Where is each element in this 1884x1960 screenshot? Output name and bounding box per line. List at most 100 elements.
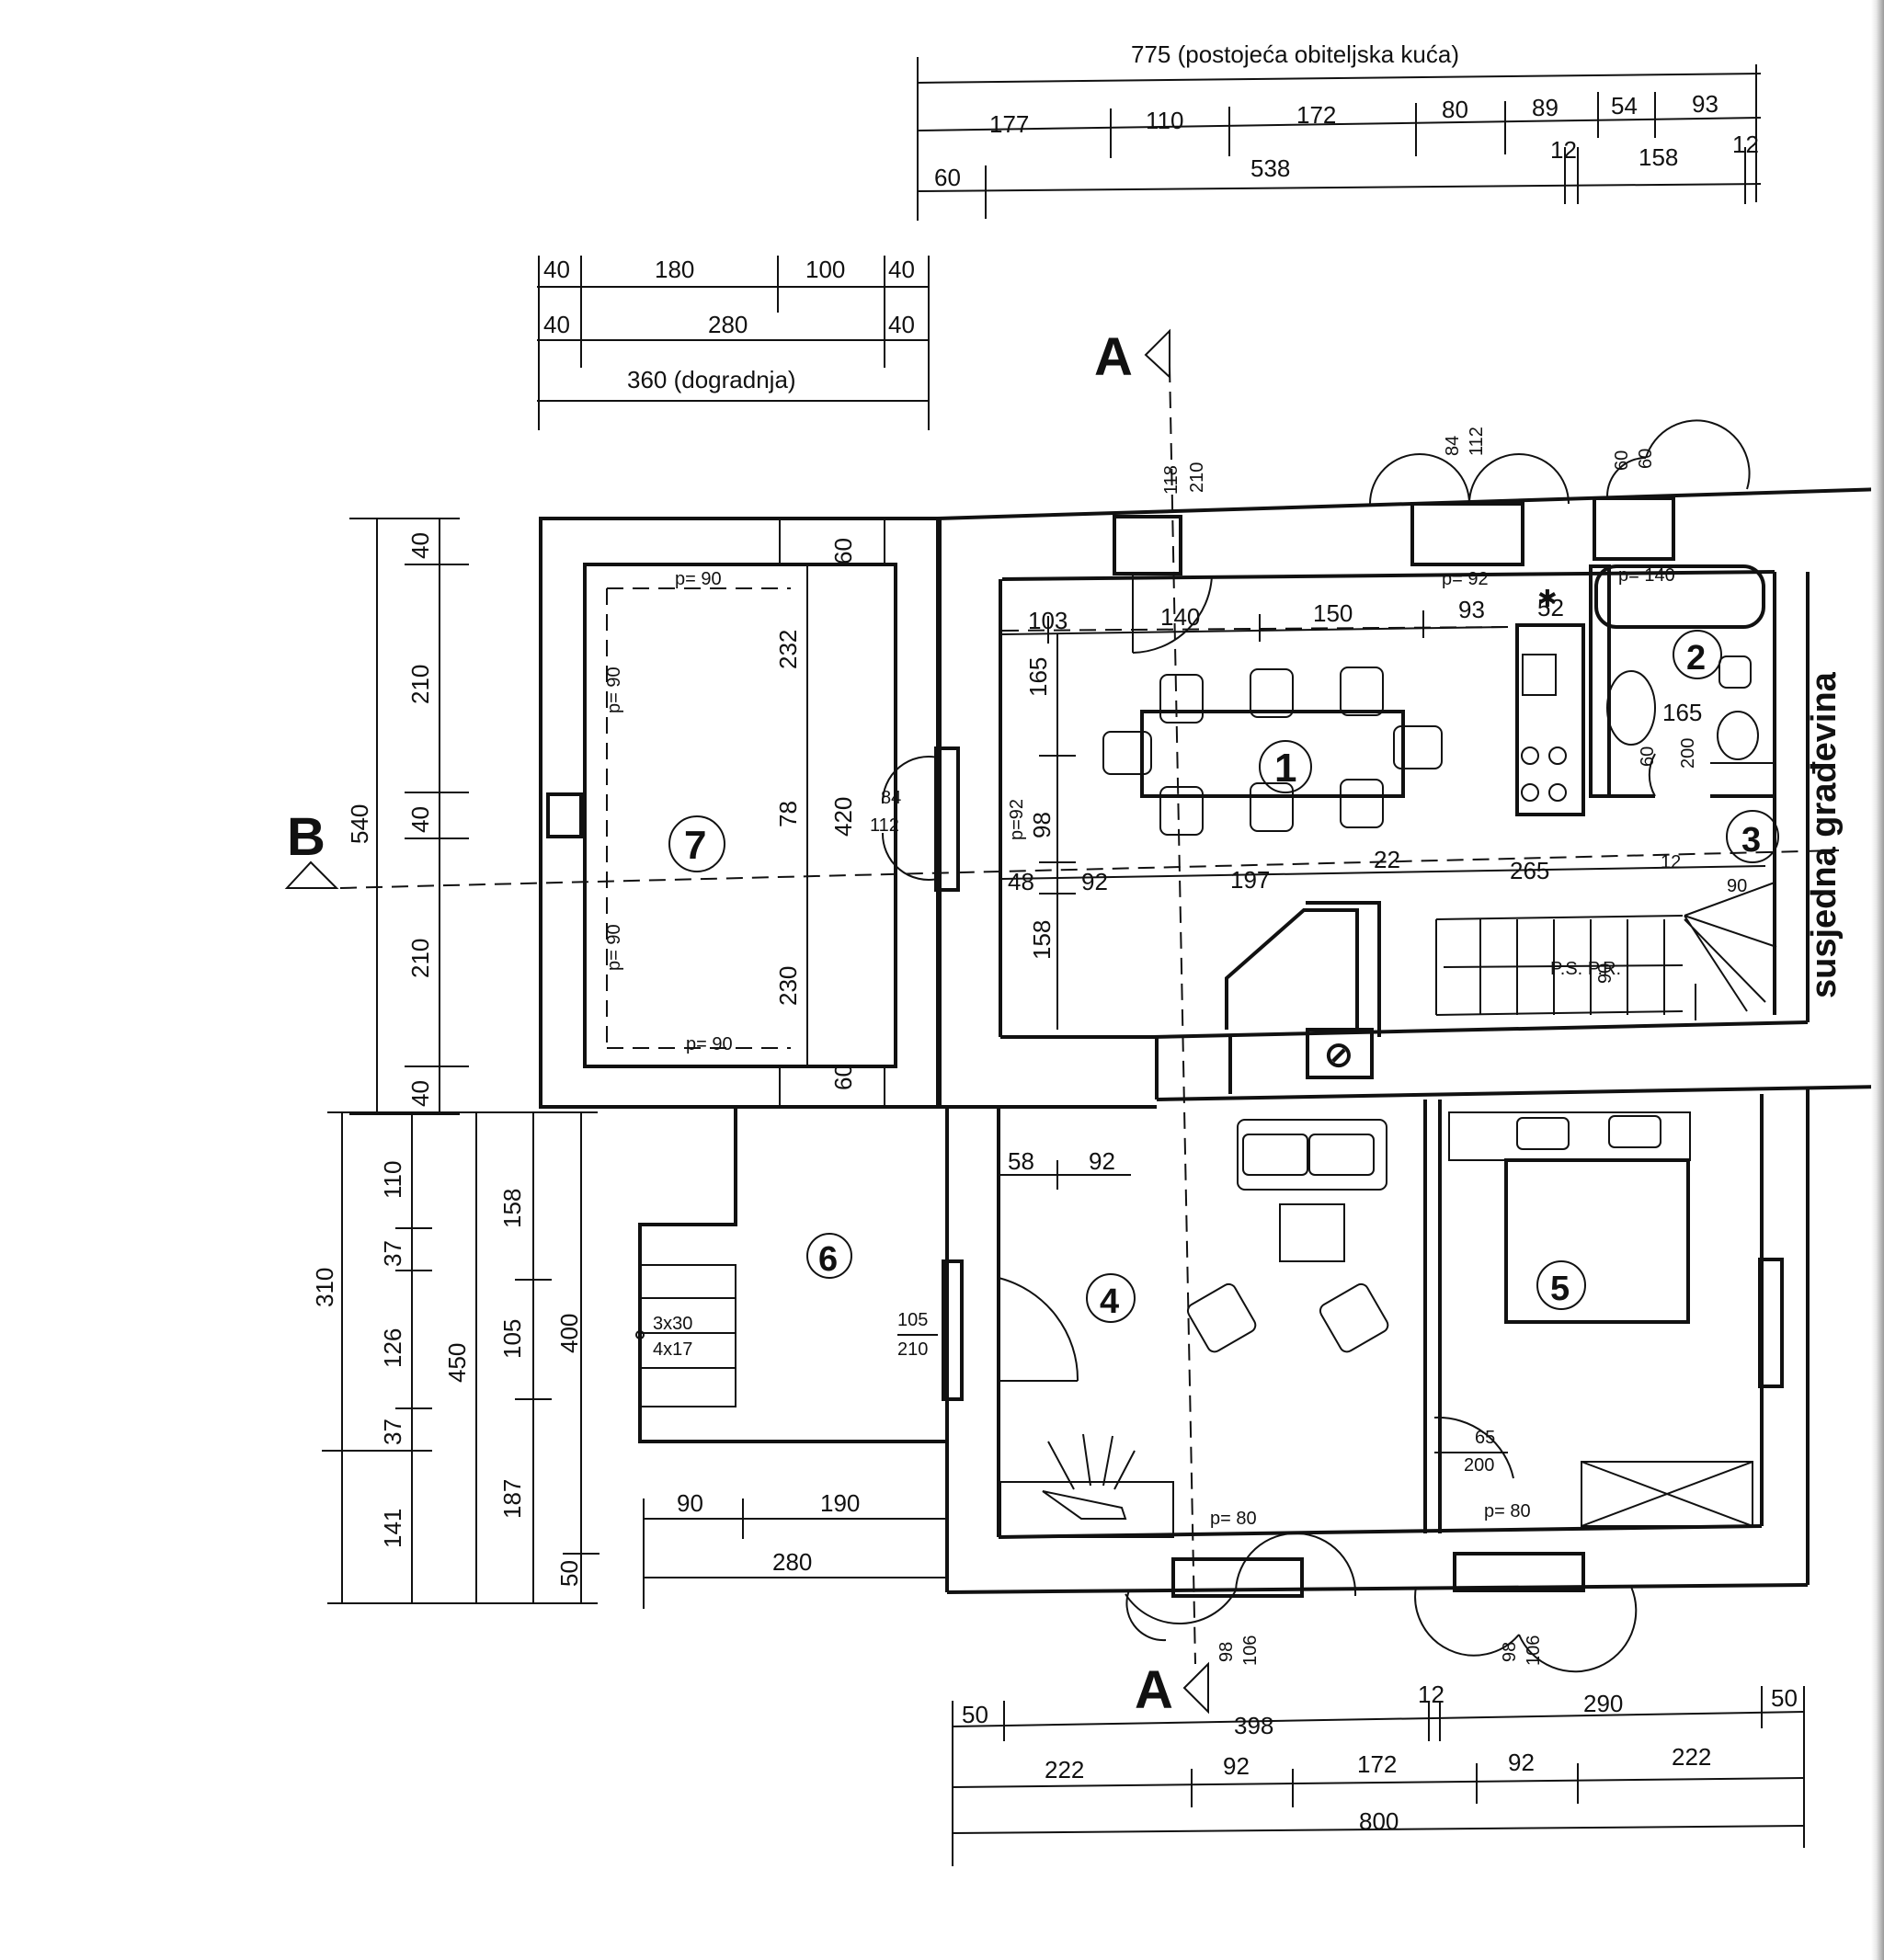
ext-dim-40c: 40 — [543, 311, 570, 338]
sofa-cushion — [1242, 1134, 1308, 1176]
room7-dim-60b: 60 — [829, 1064, 857, 1090]
room7-window-112: 112 — [870, 815, 899, 836]
top-dim-110: 110 — [1146, 107, 1183, 134]
bottom-dim-222a: 222 — [1045, 1756, 1084, 1783]
section-b-label: B — [287, 807, 325, 867]
room-3-hall: 3 — [1726, 810, 1779, 863]
room-6-entrance: 3x30 4x17 6 90 190 280 — [635, 1109, 947, 1609]
left-dim-210a: 210 — [406, 665, 434, 704]
hob-ring — [1521, 783, 1539, 802]
room-4-number: 4 — [1100, 1282, 1119, 1321]
bottom-dim-92b: 92 — [1508, 1749, 1535, 1776]
bottom-dim-172: 172 — [1357, 1750, 1397, 1778]
section-b-line — [339, 849, 1840, 889]
bottom-dimension-chain: 50 398 12 290 50 222 92 172 92 222 800 — [952, 1681, 1805, 1866]
room7-door-swing-upper — [881, 756, 939, 804]
room1-parapet-window: p= 92 — [1442, 569, 1489, 589]
room-1-number: 1 — [1274, 746, 1296, 791]
toilet — [1717, 711, 1759, 760]
room7-door-swing-lower — [881, 832, 939, 881]
bottom-dim-12: 12 — [1418, 1681, 1444, 1708]
top-dim-89: 89 — [1532, 94, 1559, 121]
room1-dim-140: 140 — [1160, 603, 1200, 631]
stair-90: 90 — [1595, 963, 1616, 984]
left-total-540: 540 — [346, 804, 373, 844]
left-dim-110: 110 — [379, 1161, 406, 1199]
stair-rail-left — [1225, 908, 1359, 1030]
left-dim-37b: 37 — [379, 1419, 406, 1445]
section-b-arrow — [284, 860, 339, 889]
ext-dim-180: 180 — [655, 256, 694, 283]
room1-parapet-92: p=92 — [1007, 799, 1027, 840]
ext-dim-100: 100 — [805, 256, 845, 283]
staircase: P.S. P.R. 90 — [1225, 882, 1777, 1030]
ext-total-dim: 360 (dogradnja) — [627, 366, 796, 393]
top-dim-80: 80 — [1442, 96, 1468, 123]
room6-dim-190: 190 — [820, 1489, 860, 1517]
top-total-dim: 775 (postojeća obiteljska kuća) — [1131, 40, 1459, 68]
chair — [1340, 779, 1384, 828]
left-dim-187: 187 — [498, 1479, 526, 1519]
room5-window-106: 106 — [1524, 1635, 1544, 1666]
room1-dim-265: 265 — [1510, 857, 1549, 884]
room1-dim-150: 150 — [1313, 599, 1353, 627]
room-4-living: 58 92 105 210 4 p= 80 98 106 — [897, 1119, 1389, 1666]
room1-dim-93: 93 — [1458, 596, 1485, 623]
left-dim-50: 50 — [555, 1560, 583, 1587]
room4-dim-58: 58 — [1008, 1147, 1034, 1175]
section-a-top-arrow — [1144, 328, 1170, 380]
chair — [1159, 786, 1204, 836]
bathroom-door-swing — [1648, 753, 1656, 797]
room2-parapet: p= 140 — [1618, 565, 1675, 586]
room4-window-98: 98 — [1216, 1642, 1237, 1662]
bottom-total-800: 800 — [1359, 1807, 1399, 1835]
room2-dim-200: 200 — [1678, 738, 1698, 769]
room-7-number: 7 — [684, 823, 706, 868]
living-door-swing — [998, 1277, 1079, 1382]
chair — [1159, 674, 1204, 724]
bottom-dim-92a: 92 — [1223, 1752, 1250, 1780]
bottom-dim-50a: 50 — [962, 1701, 988, 1728]
top-dim-93: 93 — [1692, 90, 1718, 118]
wardrobe — [1581, 1461, 1753, 1527]
window2-swing-right — [1645, 419, 1751, 490]
hob-ring — [1548, 746, 1567, 765]
left-dim-40b: 40 — [406, 806, 434, 833]
room6-dim-90: 90 — [677, 1489, 703, 1517]
room-1-kitchen-dining: 103 140 150 93 52 p= 92 165 p=92 98 158 … — [1001, 419, 1766, 1030]
room7-dim-78: 78 — [774, 801, 802, 827]
room5-window-98: 98 — [1500, 1642, 1520, 1662]
bedroom-window-swing-left — [1414, 1586, 1520, 1657]
left-dim-400: 400 — [555, 1314, 583, 1353]
sofa — [1237, 1119, 1387, 1191]
room1-dim-165: 165 — [1024, 657, 1052, 697]
room-5-bedroom: 5 65 200 p= 80 98 106 — [1414, 1111, 1753, 1673]
living-window-swing-mid — [1125, 1590, 1237, 1625]
room-3-number: 3 — [1741, 821, 1761, 860]
left-dim-141: 141 — [379, 1509, 406, 1548]
window2-swing-left — [1606, 457, 1647, 497]
coffee-table — [1279, 1203, 1345, 1262]
room1-dim-103: 103 — [1028, 607, 1068, 634]
bathtub — [1594, 564, 1765, 629]
room7-parapet-bottom: p= 90 — [686, 1034, 733, 1054]
chimney — [1306, 1028, 1374, 1079]
left-dim-126: 126 — [379, 1328, 406, 1368]
room1-dim-52: 52 — [1537, 594, 1564, 621]
kitchen-symbol: ✱ — [1537, 585, 1558, 612]
room7-dim-232: 232 — [774, 630, 802, 669]
armchair — [1186, 1282, 1257, 1353]
stair-3x30: 3x30 — [653, 1314, 692, 1334]
window-swing-left — [1369, 453, 1470, 505]
bottom-dim-290: 290 — [1583, 1690, 1623, 1717]
room2-dim-60: 60 — [1638, 746, 1658, 767]
window-swing-right — [1468, 453, 1570, 505]
room-1-number-circle — [1259, 740, 1312, 793]
top-dim-158: 158 — [1639, 143, 1678, 171]
left-dimension-chains: 40 210 40 210 40 540 110 37 126 37 141 3… — [311, 518, 599, 1604]
washbasin — [1606, 670, 1656, 746]
chair — [1340, 667, 1384, 716]
stair-winders — [1684, 882, 1777, 1012]
room7-parapet-left2: p= 90 — [604, 924, 624, 971]
room7-dim-60a: 60 — [829, 538, 857, 564]
